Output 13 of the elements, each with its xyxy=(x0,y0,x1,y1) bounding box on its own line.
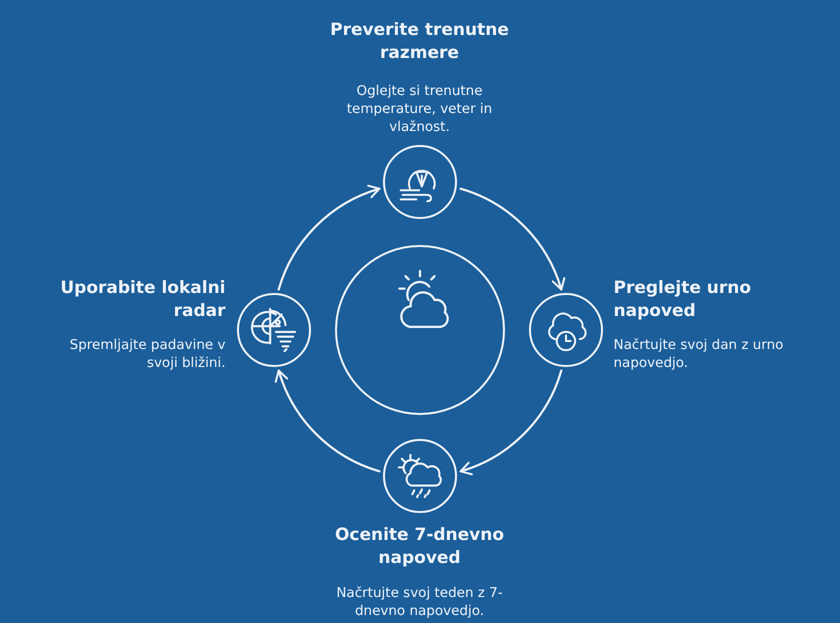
arrow xyxy=(460,370,562,475)
arrow xyxy=(275,370,380,472)
step-description: Spremljajte padavine v svoji bližini. xyxy=(68,336,226,372)
arrow xyxy=(278,185,380,290)
arrow xyxy=(460,188,565,290)
step-description: Načrtujte svoj teden z 7-dnevno napovedjo. xyxy=(335,584,504,620)
step-description: Načrtujte svoj dan z urno napovedjo. xyxy=(614,336,784,372)
center-circle xyxy=(335,245,505,415)
step-heading: Preglejte urno napoved xyxy=(614,276,752,322)
step-description: Oglejte si trenutne temperature, veter in vlažnost. xyxy=(346,82,494,136)
step-heading: Preverite trenutne razmere xyxy=(329,18,510,64)
step-heading: Uporabite lokalni radar xyxy=(59,276,226,322)
step-heading: Ocenite 7-dnevno napoved xyxy=(334,524,506,570)
